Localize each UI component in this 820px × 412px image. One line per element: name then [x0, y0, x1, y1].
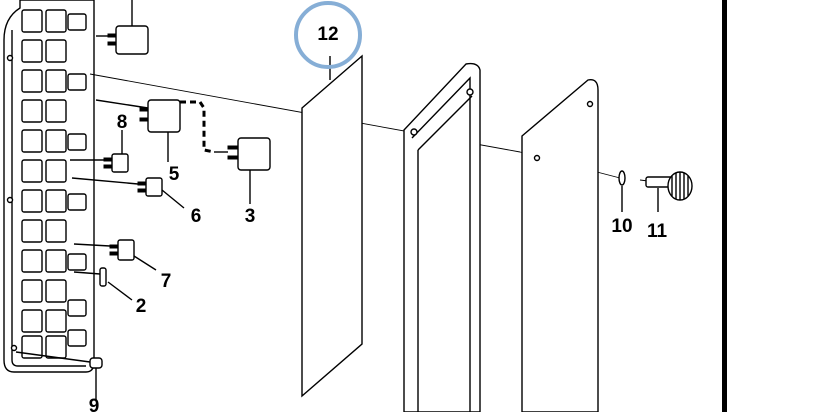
- callout-12: 12: [317, 24, 338, 45]
- fuse-part-6: [71, 177, 185, 209]
- callout-3: 3: [245, 206, 256, 227]
- callout-7: 7: [161, 271, 172, 292]
- relay-part-5: [95, 99, 215, 162]
- callout-10: 10: [611, 216, 632, 237]
- fuse-blocks: [21, 9, 87, 359]
- top-relay: [96, 0, 149, 55]
- cover-plate-part: [521, 79, 599, 412]
- fuse-part-8: [70, 130, 129, 173]
- frame-part: [403, 62, 481, 412]
- callout-5: 5: [169, 164, 180, 185]
- page-border-line: [722, 0, 727, 412]
- pin-part-2: [73, 267, 133, 301]
- fuse-part-7: [73, 239, 157, 271]
- relay-board: [3, 0, 95, 373]
- screw-part-9: [15, 351, 103, 400]
- gasket-part-12: [301, 54, 363, 398]
- washer-part-10: [618, 170, 626, 212]
- relay-part-3: [214, 137, 271, 204]
- callout-9: 9: [89, 396, 100, 412]
- callout-2: 2: [136, 296, 147, 317]
- callout-8: 8: [117, 112, 128, 133]
- circle-highlight-icon: [294, 1, 362, 69]
- knob-screw-part-11: [645, 171, 693, 212]
- callout-6: 6: [191, 206, 202, 227]
- callout-11: 11: [647, 221, 668, 242]
